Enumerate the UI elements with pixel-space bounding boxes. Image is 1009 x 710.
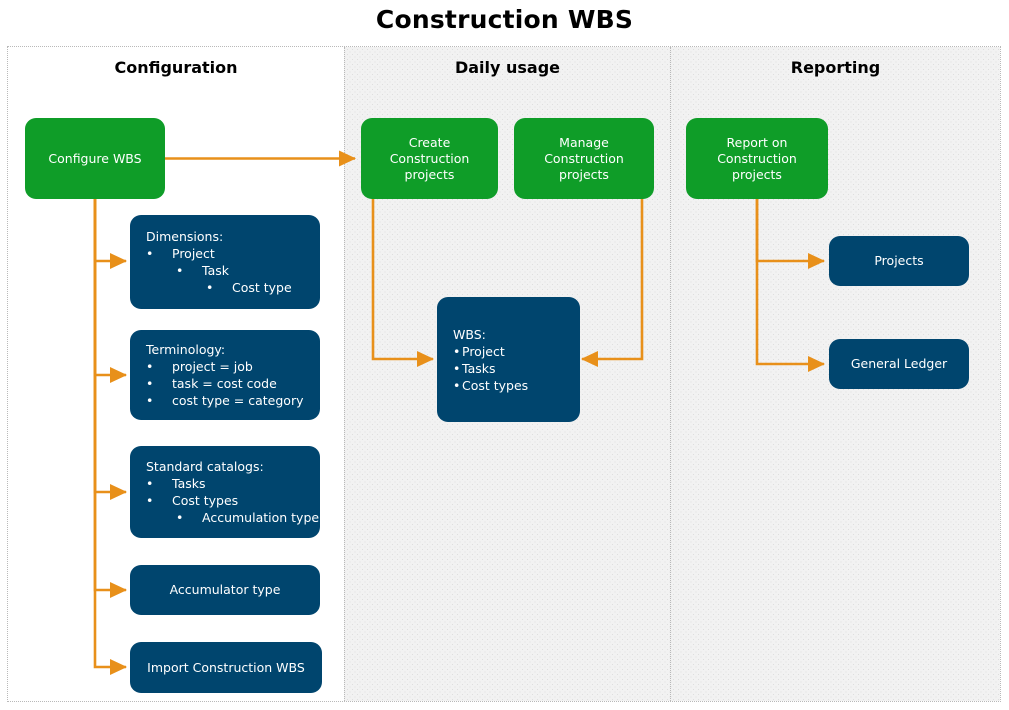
bullet-icon: • <box>146 376 154 391</box>
node-projects[interactable]: Projects <box>829 236 969 286</box>
node-report-on-construction-projects[interactable]: Report on Construction projects <box>686 118 828 199</box>
node-terminology[interactable]: Terminology: •project = job •task = cost… <box>130 330 320 420</box>
node-accumulator-type-label: Accumulator type <box>169 582 281 597</box>
node-terminology-item-3: •cost type = category <box>146 393 304 408</box>
bullet-icon: • <box>146 246 154 261</box>
node-import-construction-wbs[interactable]: Import Construction WBS <box>130 642 322 693</box>
node-standard-catalogs-item-1: •Tasks <box>146 476 206 491</box>
node-manage-construction-projects-label: Manage Construction projects <box>544 134 624 182</box>
node-terminology-heading: Terminology: <box>146 342 226 357</box>
bullet-icon: • <box>176 263 184 278</box>
bullet-icon: • <box>176 510 184 525</box>
node-configure-wbs[interactable]: Configure WBS <box>25 118 165 199</box>
page-title: Construction WBS <box>375 5 634 34</box>
node-configure-wbs-label: Configure WBS <box>48 150 142 166</box>
bullet-icon: • <box>453 377 461 393</box>
node-wbs-item-3: •Cost types <box>453 377 529 393</box>
node-standard-catalogs-heading: Standard catalogs: <box>146 459 264 474</box>
node-accumulator-type[interactable]: Accumulator type <box>130 565 320 615</box>
node-manage-construction-projects[interactable]: Manage Construction projects <box>514 118 654 199</box>
bullet-icon: • <box>453 343 461 359</box>
bullet-icon: • <box>146 476 154 491</box>
node-dimensions-item-3: •Cost type <box>206 280 292 295</box>
node-standard-catalogs[interactable]: Standard catalogs: •Tasks •Cost types •A… <box>130 446 320 538</box>
node-general-ledger-label: General Ledger <box>850 356 948 371</box>
bullet-icon: • <box>146 359 154 374</box>
node-dimensions[interactable]: Dimensions: •Project •Task •Cost type <box>130 215 320 309</box>
bullet-icon: • <box>206 280 214 295</box>
node-import-construction-wbs-label: Import Construction WBS <box>147 659 305 675</box>
node-dimensions-item-1: •Project <box>146 246 215 261</box>
node-standard-catalogs-item-3: •Accumulation type <box>176 510 320 525</box>
lane-title-daily-usage: Daily usage <box>454 58 561 77</box>
bullet-icon: • <box>146 493 154 508</box>
node-wbs-heading: WBS: <box>453 326 486 342</box>
node-terminology-item-2: •task = cost code <box>146 376 277 391</box>
lane-title-reporting: Reporting <box>790 58 881 77</box>
node-wbs-item-1: •Project <box>453 343 505 359</box>
bullet-icon: • <box>146 393 154 408</box>
node-dimensions-heading: Dimensions: <box>146 229 224 244</box>
lane-title-configuration: Configuration <box>114 58 238 77</box>
node-wbs-item-2: •Tasks <box>453 360 496 376</box>
node-create-construction-projects-label: Create Construction projects <box>389 134 470 182</box>
node-dimensions-item-2: •Task <box>176 263 229 278</box>
node-general-ledger[interactable]: General Ledger <box>829 339 969 389</box>
node-report-on-construction-projects-label: Report on Construction projects <box>717 134 797 182</box>
node-projects-label: Projects <box>874 253 924 268</box>
node-terminology-item-1: •project = job <box>146 359 253 374</box>
node-create-construction-projects[interactable]: Create Construction projects <box>361 118 498 199</box>
bullet-icon: • <box>453 360 461 376</box>
node-standard-catalogs-item-2: •Cost types <box>146 493 239 508</box>
node-wbs[interactable]: WBS: •Project •Tasks •Cost types <box>437 297 580 422</box>
